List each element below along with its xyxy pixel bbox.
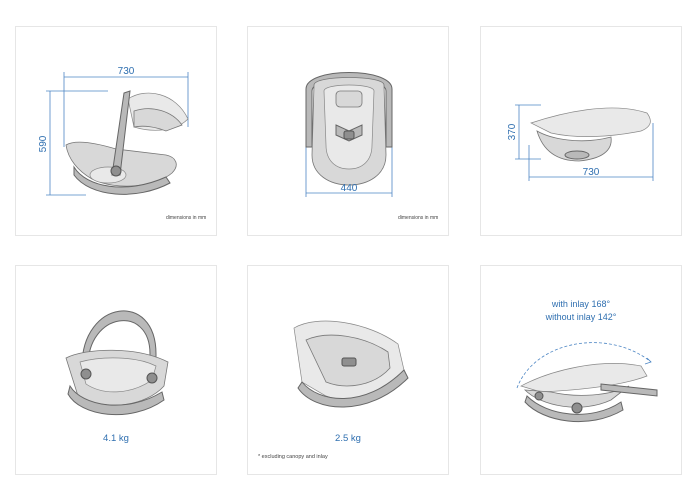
height-dimension-label: 590 [38, 135, 49, 152]
weight-label: 4.1 kg [103, 433, 129, 444]
unit-note: dimensions in mm [166, 215, 207, 221]
folded-view-illustration: 370 730 [507, 104, 654, 181]
width-dimension-label: 730 [118, 66, 135, 77]
side-view-illustration: 730 590 [38, 66, 189, 196]
width-dimension-label: 440 [341, 183, 358, 194]
card-side-dimensions: 730 590 dimensions in mm [15, 26, 217, 236]
unit-note: dimensions in mm [398, 215, 439, 221]
seat-with-handle-illustration [65, 310, 169, 416]
height-dimension-label: 370 [507, 123, 518, 140]
angle-without-inlay: without inlay 142° [545, 312, 617, 322]
angle-with-inlay: with inlay 168° [551, 299, 611, 309]
card-recline-angle: with inlay 168° without inlay 142° [480, 265, 682, 475]
card-front-dimensions: 440 dimensions in mm [247, 26, 449, 236]
card-weight-shell: 2.5 kg * excluding canopy and inlay [247, 265, 449, 475]
card-folded-dimensions: 370 730 [480, 26, 682, 236]
front-view-illustration: 440 [305, 72, 393, 197]
shell-only-illustration [293, 320, 409, 408]
weight-footnote: * excluding canopy and inlay [258, 454, 328, 460]
card-weight-full: 4.1 kg [15, 265, 217, 475]
weight-label: 2.5 kg [335, 433, 361, 444]
width-dimension-label: 730 [583, 167, 600, 178]
